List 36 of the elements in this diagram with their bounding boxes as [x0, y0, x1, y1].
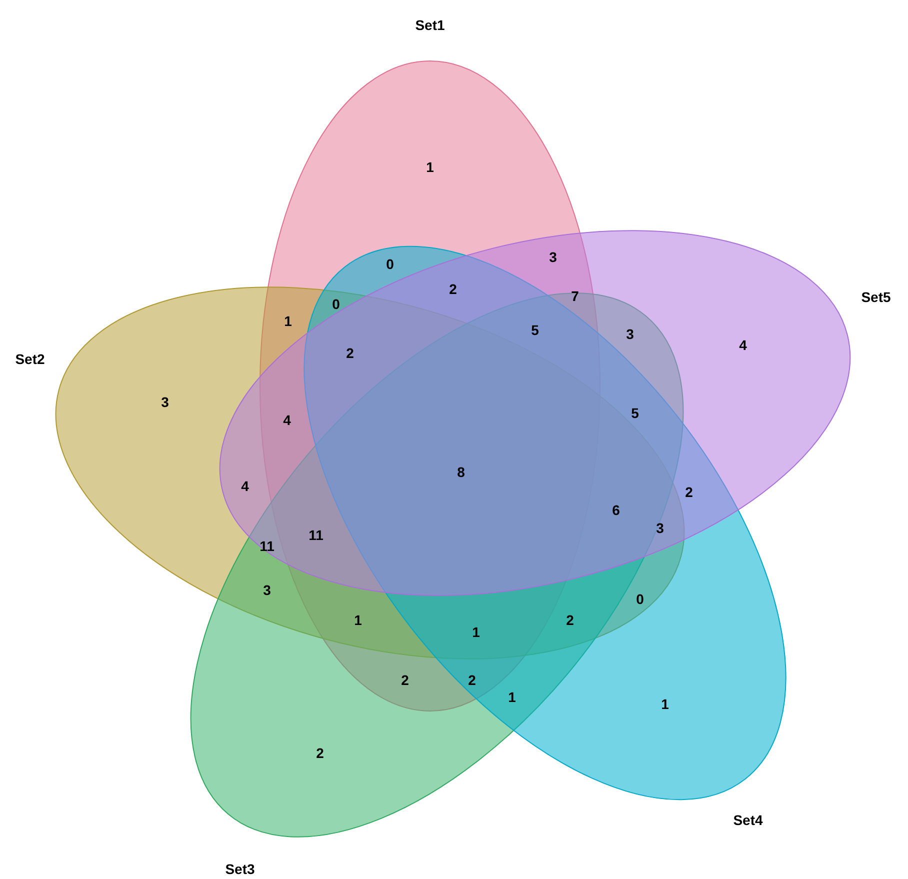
region-count: 4 — [241, 478, 249, 494]
region-count: 5 — [531, 322, 539, 338]
region-count: 0 — [386, 256, 394, 272]
region-count: 1 — [472, 624, 480, 640]
region-count: 7 — [571, 288, 579, 304]
region-count: 6 — [612, 502, 620, 518]
region-count: 1 — [354, 612, 362, 628]
set-label: Set3 — [225, 861, 255, 877]
region-count: 1 — [426, 159, 434, 175]
region-count: 3 — [161, 394, 169, 410]
region-count: 4 — [739, 337, 747, 353]
region-count: 0 — [332, 296, 340, 312]
region-count: 4 — [283, 412, 291, 428]
region-count: 1 — [508, 689, 516, 705]
region-count: 5 — [631, 405, 639, 421]
set-label: Set5 — [861, 289, 891, 305]
region-count: 0 — [636, 591, 644, 607]
region-count: 2 — [468, 672, 476, 688]
region-count: 2 — [566, 612, 574, 628]
region-count: 3 — [263, 582, 271, 598]
region-count: 2 — [401, 672, 409, 688]
region-count: 2 — [316, 745, 324, 761]
region-count: 3 — [626, 326, 634, 342]
region-count: 2 — [449, 281, 457, 297]
region-count: 1 — [284, 313, 292, 329]
region-count: 1 — [661, 696, 669, 712]
region-count: 2 — [685, 484, 693, 500]
set-label: Set1 — [415, 17, 445, 33]
set-label: Set4 — [733, 812, 763, 828]
region-count: 3 — [549, 249, 557, 265]
region-count: 11 — [308, 527, 324, 543]
region-count: 2 — [346, 345, 354, 361]
region-count: 11 — [260, 538, 274, 554]
region-count: 8 — [457, 464, 465, 480]
set-label: Set2 — [15, 351, 45, 367]
region-count: 3 — [656, 520, 664, 536]
